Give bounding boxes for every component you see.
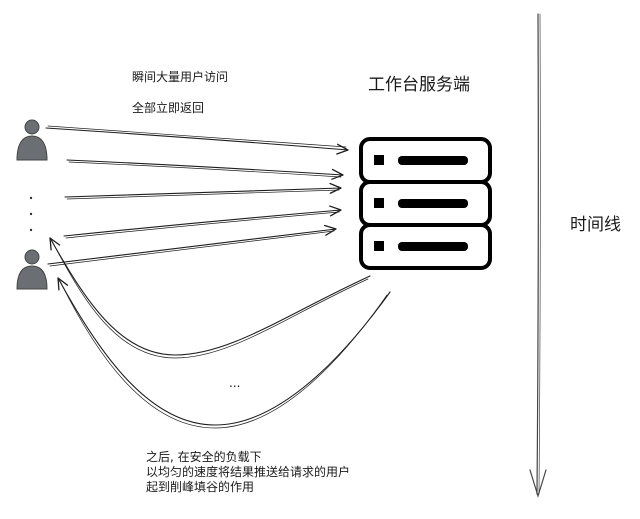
response-ellipsis: ... [229, 376, 241, 390]
user-top-icon [16, 119, 48, 161]
user-bottom-icon [16, 249, 48, 290]
request-arrow-4 [63, 205, 342, 237]
response-curve-outer [57, 277, 391, 426]
server-label: 工作台服务端 [368, 75, 470, 95]
peak-shaving-note: 之后, 在安全的负载下 以均匀的速度将结果推送给请求的用户 起到削峰填谷的作用 [146, 450, 350, 495]
request-arrow-2 [66, 159, 344, 180]
request-arrows [45, 125, 349, 267]
request-arrow-3 [64, 182, 342, 198]
users-ellipsis-dots [29, 196, 33, 232]
note-line-1: 之后, 在安全的负载下 [146, 450, 262, 464]
timeline-label: 时间线 [570, 215, 621, 235]
response-curve-inner [49, 237, 371, 356]
response-curves [49, 237, 391, 429]
note-line-3: 起到削峰填谷的作用 [146, 480, 255, 494]
request-arrow-1 [45, 127, 349, 155]
note-line-2: 以均匀的速度将结果推送给请求的用户 [146, 465, 351, 479]
burst-access-label: 瞬间大量用户访问 [132, 70, 229, 84]
server-icon [359, 137, 492, 270]
timeline-arrow [529, 13, 547, 499]
request-arrow-5 [47, 224, 337, 265]
instant-return-label: 全部立即返回 [132, 101, 205, 115]
